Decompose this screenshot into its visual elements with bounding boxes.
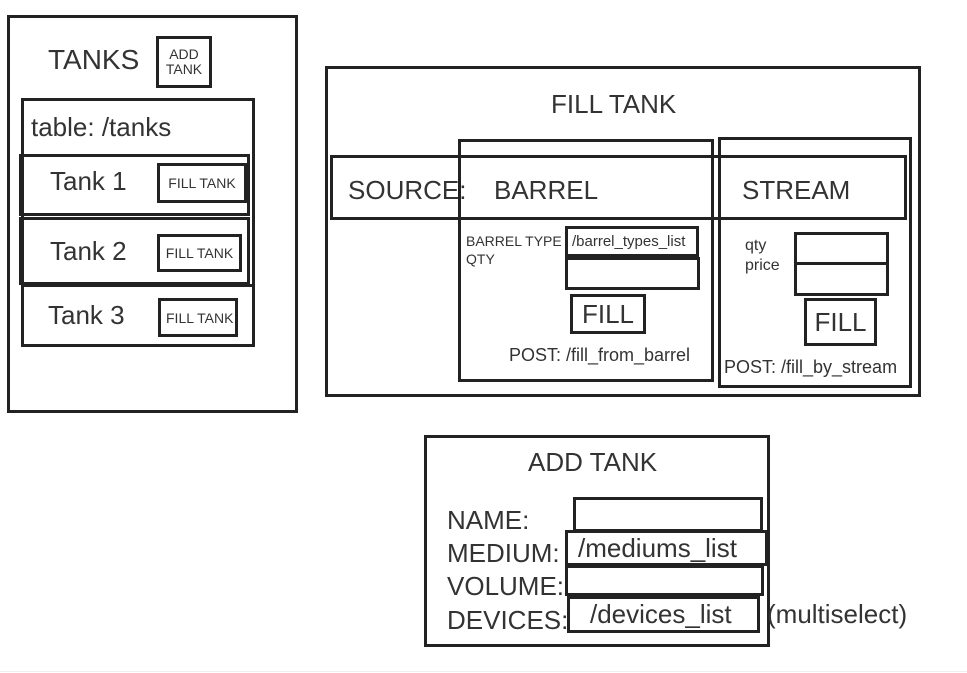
table-row <box>19 154 250 216</box>
barrel-group <box>458 139 714 382</box>
volume-input[interactable] <box>565 565 764 596</box>
stream-qty-input[interactable] <box>794 232 889 265</box>
devices-multiselect[interactable]: /devices_list <box>567 596 760 633</box>
stream-fill-button[interactable]: FILL <box>804 298 877 346</box>
source-option-stream[interactable]: STREAM <box>742 175 851 205</box>
stream-price-label: price <box>745 257 780 274</box>
name-input[interactable] <box>573 497 763 532</box>
source-selector-bar <box>330 155 907 220</box>
fill-tank-button[interactable]: FILL TANK <box>158 298 238 337</box>
fill-tank-button[interactable]: FILL TANK <box>157 234 242 272</box>
fill-tank-button[interactable]: FILL TANK <box>157 163 247 203</box>
devices-multiselect-value: /devices_list <box>590 599 732 629</box>
tanks-table-label: table: /tanks <box>31 112 172 142</box>
tank-name: Tank 1 <box>50 166 127 196</box>
medium-select-value: /mediums_list <box>578 532 737 563</box>
table-row <box>21 284 255 347</box>
fill-tank-title: FILL TANK <box>551 89 677 119</box>
devices-label: DEVICES: <box>447 605 569 635</box>
barrel-type-select-value: /barrel_types_list <box>572 233 686 250</box>
barrel-fill-button-label: FILL <box>581 298 635 329</box>
stream-fill-button-label: FILL <box>814 306 867 337</box>
volume-label: VOLUME: <box>447 571 565 601</box>
barrel-fill-button[interactable]: FILL <box>570 294 646 334</box>
fill-tank-panel <box>325 66 921 397</box>
source-label: SOURCE: <box>348 175 467 205</box>
add-tank-button-label: ADD TANK <box>165 46 203 77</box>
medium-label: MEDIUM: <box>447 538 560 568</box>
devices-multiselect-note: (multiselect) <box>767 599 908 629</box>
fill-tank-button-label: FILL TANK <box>166 309 234 326</box>
barrel-endpoint: POST: /fill_from_barrel <box>509 345 691 365</box>
add-tank-title: ADD TANK <box>528 447 658 477</box>
stream-group <box>718 137 912 388</box>
tanks-panel <box>7 15 298 413</box>
barrel-type-select[interactable]: /barrel_types_list <box>565 226 699 257</box>
tank-name: Tank 2 <box>50 236 127 266</box>
source-option-barrel[interactable]: BARREL <box>494 175 599 205</box>
fill-tank-button-label: FILL TANK <box>168 175 236 191</box>
tank-name: Tank 3 <box>48 300 125 330</box>
stream-qty-label: qty <box>745 237 767 254</box>
add-tank-panel <box>424 435 770 647</box>
barrel-type-label: BARREL TYPE <box>466 233 562 249</box>
fill-tank-button-label: FILL TANK <box>165 245 234 261</box>
name-label: NAME: <box>447 505 530 535</box>
barrel-qty-input[interactable] <box>565 257 700 290</box>
add-tank-button[interactable]: ADD TANK <box>156 36 212 88</box>
bottom-divider <box>0 671 967 672</box>
stream-endpoint: POST: /fill_by_stream <box>724 357 898 377</box>
stream-price-input[interactable] <box>794 262 889 296</box>
tanks-title: TANKS <box>48 44 140 75</box>
barrel-qty-label: QTY <box>466 251 495 267</box>
medium-select[interactable]: /mediums_list <box>565 530 768 566</box>
table-row <box>19 217 250 285</box>
